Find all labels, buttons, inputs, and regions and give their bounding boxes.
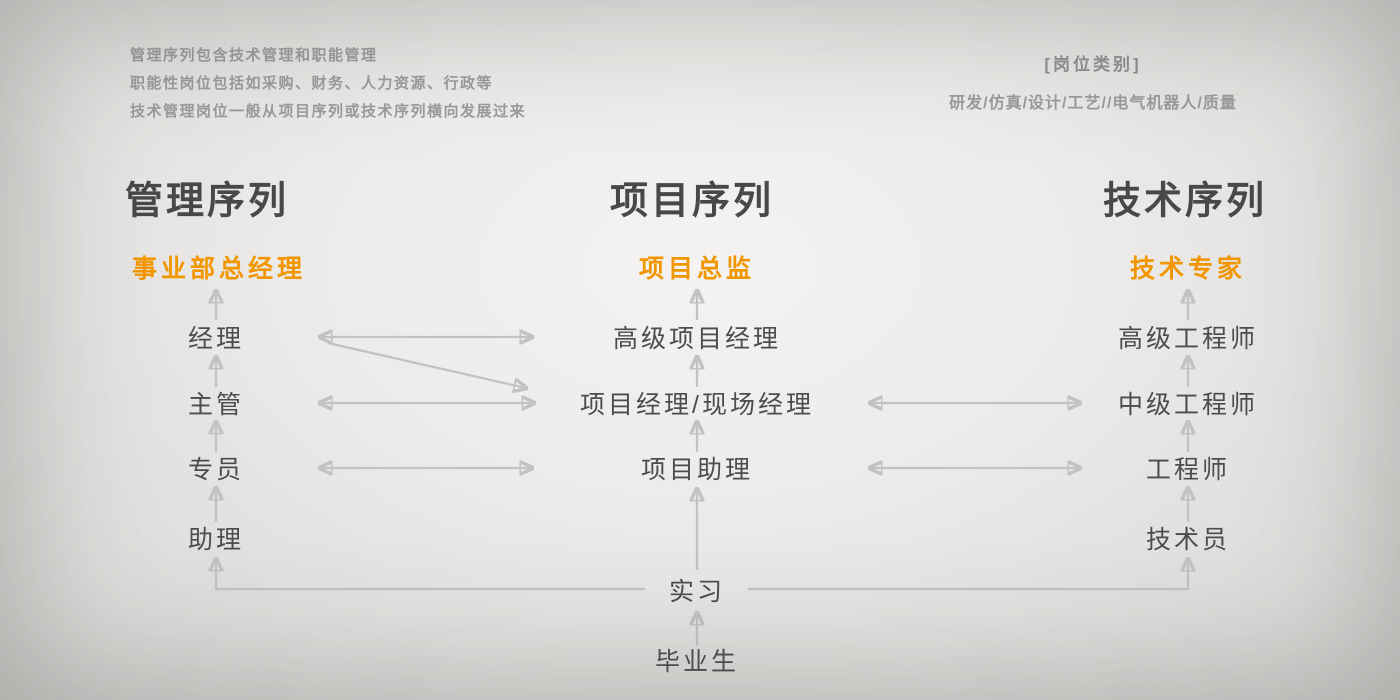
- note-line-3: 技术管理岗位一般从项目序列或技术序列横向发展过来: [130, 103, 527, 120]
- category-block: [岗位类别] 研发/仿真/设计/工艺//电气机器人/质量: [949, 50, 1237, 113]
- role-graduate: 毕业生: [654, 648, 740, 676]
- role-technician: 技术员: [1145, 526, 1231, 554]
- role-intern: 实习: [668, 578, 726, 606]
- column-header-technical: 技术序列: [1102, 180, 1268, 223]
- role-project-manager: 项目经理/现场经理: [580, 391, 814, 419]
- role-technical-expert: 技术专家: [1129, 255, 1247, 283]
- note-line-1: 管理序列包含技术管理和职能管理: [130, 47, 378, 64]
- role-assistant: 助理: [187, 526, 245, 554]
- role-project-assistant: 项目助理: [640, 456, 754, 484]
- role-senior-engineer: 高级工程师: [1117, 325, 1259, 353]
- notes-block: 管理序列包含技术管理和职能管理 职能性岗位包括如采购、财务、人力资源、行政等 技…: [130, 42, 526, 126]
- category-title: [岗位类别]: [1044, 55, 1142, 74]
- role-division-general-manager: 事业部总经理: [131, 255, 307, 283]
- arrow-intern-to-technician: [748, 559, 1188, 591]
- role-specialist: 专员: [187, 456, 245, 484]
- role-engineer: 工程师: [1145, 456, 1231, 484]
- column-header-management: 管理序列: [124, 180, 290, 223]
- arrow-manager-to-pm-diagonal: [327, 341, 526, 388]
- role-manager: 经理: [187, 325, 245, 353]
- note-line-2: 职能性岗位包括如采购、财务、人力资源、行政等: [130, 75, 494, 92]
- role-supervisor: 主管: [187, 391, 245, 419]
- role-project-director: 项目总监: [638, 255, 756, 283]
- category-items: 研发/仿真/设计/工艺//电气机器人/质量: [949, 95, 1237, 112]
- role-senior-project-manager: 高级项目经理: [612, 325, 782, 353]
- role-intermediate-engineer: 中级工程师: [1117, 391, 1259, 419]
- arrow-intern-to-assistant: [216, 559, 645, 591]
- column-header-project: 项目序列: [609, 180, 775, 223]
